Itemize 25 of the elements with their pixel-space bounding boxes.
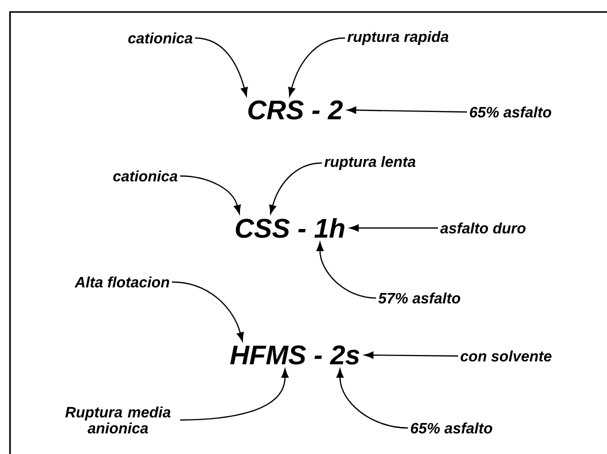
arrow [350, 224, 438, 232]
arrow [194, 37, 248, 96]
designation-code: HFMS - 2s [230, 345, 360, 365]
annotation-text: cationica [128, 32, 192, 44]
designation-code: CRS - 2 [248, 100, 343, 120]
designation-code: CSS - 1h [236, 218, 344, 238]
annotation-text: ruptura lenta [324, 156, 416, 170]
annotation-text: 57% asfalto [378, 292, 460, 304]
arrow [364, 352, 458, 359]
arrow [288, 37, 346, 96]
arrow [347, 106, 468, 114]
arrow [180, 175, 241, 214]
annotation-text: Ruptura media anionica [65, 406, 170, 434]
arrow [180, 368, 289, 421]
arrow [172, 281, 244, 342]
annotation-text: 65% asfalto [470, 106, 552, 118]
annotation-text: cationica [113, 170, 178, 182]
annotation-text: con solvente [460, 350, 552, 362]
annotation-text: ruptura rapida [347, 31, 448, 45]
arrow [316, 242, 376, 299]
annotation-text: asfalto duro [440, 222, 526, 234]
arrow [336, 368, 408, 429]
annotation-text: 65% asfalto [410, 422, 492, 434]
annotation-text: Alta flotacion [74, 276, 170, 288]
arrow [269, 162, 322, 214]
